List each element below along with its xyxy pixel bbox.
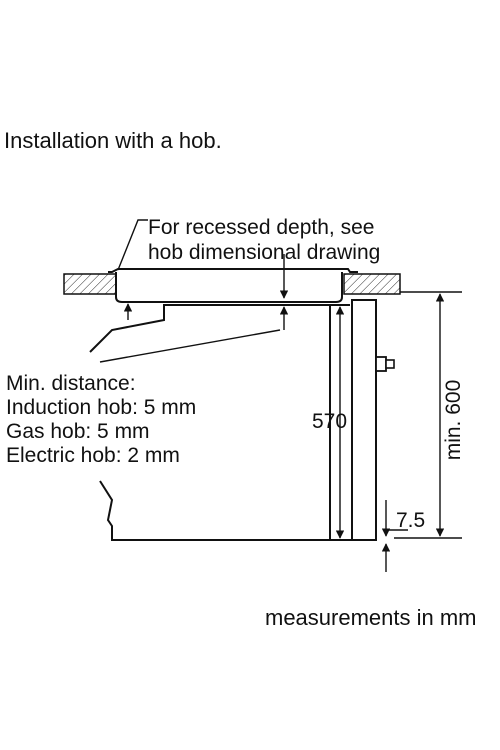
recess-note-line2: hob dimensional drawing: [148, 241, 380, 264]
dim-570-label: 570: [312, 410, 347, 433]
recess-note-line1: For recessed depth, see: [148, 216, 374, 239]
dim-600-label: min. 600: [442, 380, 465, 461]
oven-body: [89, 299, 395, 541]
knob-icon: [375, 356, 387, 372]
min-distance-gas: Gas hob: 5 mm: [6, 420, 150, 443]
worktop: [63, 273, 401, 295]
recess-leader-line: [117, 219, 148, 271]
min-distance-electric: Electric hob: 2 mm: [6, 444, 180, 467]
min-distance-title: Min. distance:: [6, 372, 136, 395]
hob: [108, 268, 358, 303]
min-distance-leader-line: [99, 329, 281, 363]
diagram-heading: Installation with a hob.: [4, 128, 222, 153]
units-note: measurements in mm: [265, 605, 477, 630]
dim-gap-label: 7.5: [396, 509, 425, 532]
min-distance-induction: Induction hob: 5 mm: [6, 396, 196, 419]
